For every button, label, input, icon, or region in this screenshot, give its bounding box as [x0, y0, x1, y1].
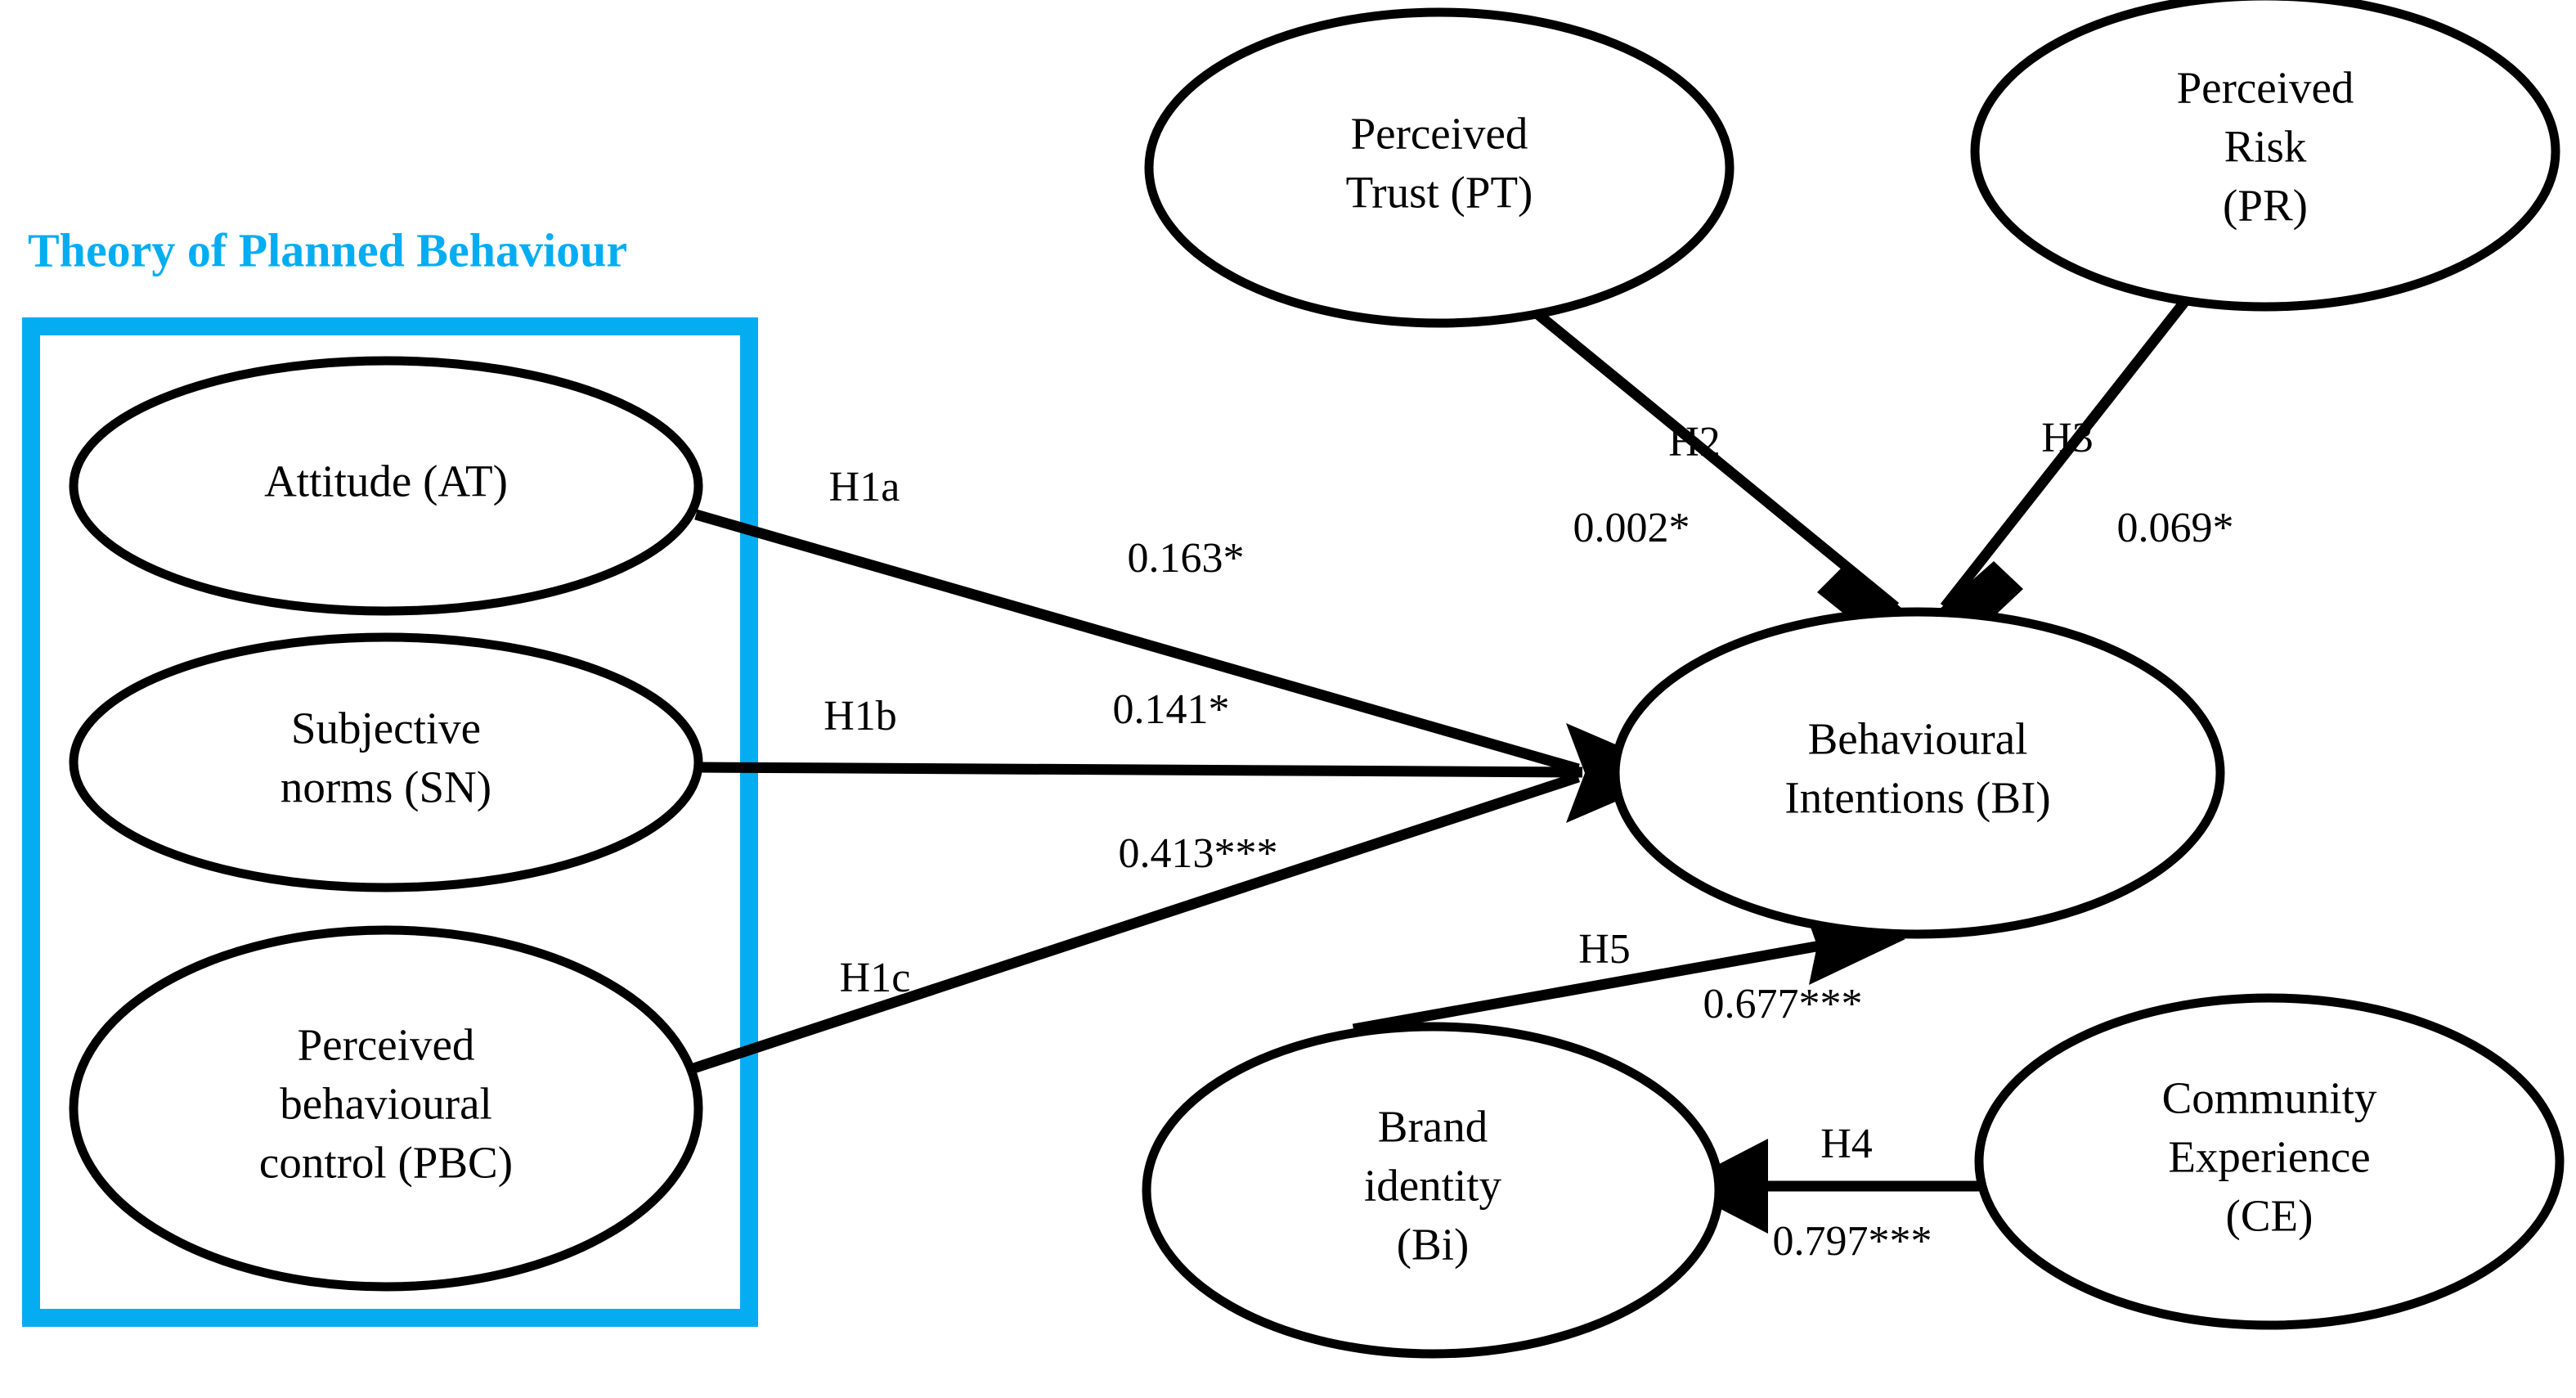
theory-of-planned-behaviour-title: Theory of Planned Behaviour — [28, 223, 627, 276]
edge-h2-line — [1528, 304, 1900, 612]
hypothesis-label-h2: H2 — [1668, 419, 1721, 465]
node-label-brand-identity: Brand — [1378, 1102, 1488, 1152]
edge-labels-h4: H4 0.797*** — [1773, 1121, 1932, 1265]
node-label-perceived-risk: (PR) — [2223, 181, 2308, 231]
node-label-perceived-risk: Risk — [2224, 122, 2307, 172]
coefficient-label-h1a: 0.163* — [1128, 535, 1245, 582]
node-label-perceived-behavioural-control: control (PBC) — [259, 1138, 513, 1188]
hypothesis-label-h5: H5 — [1578, 926, 1631, 973]
hypothesis-label-h1b: H1b — [824, 693, 897, 739]
nodes-layer: Attitude (AT) Subjective norms (SN) Perceiv… — [69, 0, 2565, 1359]
node-label-community-experience: (CE) — [2226, 1191, 2313, 1241]
node-perceived-behavioural-control[interactable]: Perceived behavioural control (PBC) — [69, 925, 703, 1292]
edge-h1c — [689, 771, 1581, 1075]
node-shape-brand-identity[interactable] — [1142, 1022, 1724, 1359]
coefficient-label-h1c: 0.413*** — [1119, 830, 1278, 877]
node-label-perceived-trust: Perceived — [1351, 109, 1528, 159]
edge-h1a-line — [694, 509, 1580, 775]
edge-labels-h2: H2 0.002* — [1573, 419, 1721, 551]
edge-h1a — [694, 509, 1580, 775]
edge-h3-line — [1940, 289, 2197, 611]
node-label-community-experience: Experience — [2168, 1132, 2370, 1182]
coefficient-label-h5: 0.677*** — [1703, 981, 1863, 1027]
edge-h3 — [1923, 289, 2197, 640]
edge-labels-layer: H1a 0.163* H1b 0.141* H1c 0.413*** H2 0.002* H3 0… — [824, 415, 2233, 1265]
edge-h5-line — [1352, 939, 1827, 1035]
node-shape-behavioural-intentions[interactable] — [1610, 607, 2225, 939]
coefficient-label-h2: 0.002* — [1573, 505, 1690, 551]
hypothesis-label-h3: H3 — [2041, 415, 2094, 461]
node-label-brand-identity: identity — [1364, 1161, 1502, 1211]
theory-of-planned-behaviour-group-box — [22, 317, 758, 1327]
edge-labels-h3: H3 0.069* — [2041, 415, 2233, 551]
edge-labels-h5: H5 0.677*** — [1578, 926, 1862, 1027]
edge-h1c-line — [689, 771, 1581, 1075]
hypothesis-label-h4: H4 — [1820, 1121, 1873, 1167]
node-brand-identity[interactable]: Brand identity (Bi) — [1142, 1022, 1724, 1359]
hypothesis-label-h1a: H1a — [829, 464, 900, 510]
node-shape-perceived-risk[interactable] — [1970, 0, 2560, 312]
edge-h2 — [1528, 304, 1920, 638]
edge-labels-h1a: H1a 0.163* — [829, 464, 1245, 582]
node-label-community-experience: Community — [2162, 1073, 2377, 1123]
node-shape-subjective-norms[interactable] — [69, 632, 703, 892]
coefficient-label-h4: 0.797*** — [1773, 1218, 1932, 1265]
node-shape-community-experience[interactable] — [1974, 993, 2565, 1330]
node-label-brand-identity: (Bi) — [1397, 1220, 1470, 1270]
node-label-subjective-norms: Subjective — [291, 703, 481, 753]
node-label-perceived-behavioural-control: Perceived — [298, 1020, 475, 1070]
node-label-perceived-trust: Trust (PT) — [1346, 168, 1533, 218]
hypothesis-label-h1c: H1c — [840, 955, 911, 1001]
node-shape-attitude[interactable] — [69, 356, 703, 616]
coefficient-label-h1b: 0.141* — [1113, 686, 1230, 733]
edge-labels-h1c: H1c 0.413*** — [840, 830, 1278, 1001]
node-label-perceived-behavioural-control: behavioural — [280, 1079, 492, 1129]
coefficient-label-h3: 0.069* — [2117, 505, 2234, 551]
node-subjective-norms[interactable]: Subjective norms (SN) — [69, 632, 703, 892]
node-attitude[interactable]: Attitude (AT) — [69, 356, 703, 616]
node-label-subjective-norms: norms (SN) — [280, 762, 491, 812]
node-label-behavioural-intentions: Behavioural — [1808, 714, 2028, 764]
node-label-behavioural-intentions: Intentions (BI) — [1784, 773, 2050, 823]
edge-h1b — [697, 762, 1583, 778]
node-label-perceived-risk: Perceived — [2177, 63, 2354, 113]
node-shape-perceived-trust[interactable] — [1144, 7, 1735, 328]
edge-h1b-line — [697, 762, 1583, 778]
edge-labels-h1b: H1b 0.141* — [824, 686, 1229, 739]
node-label-attitude: Attitude (AT) — [264, 456, 508, 506]
node-shape-perceived-behavioural-control[interactable] — [69, 925, 703, 1292]
